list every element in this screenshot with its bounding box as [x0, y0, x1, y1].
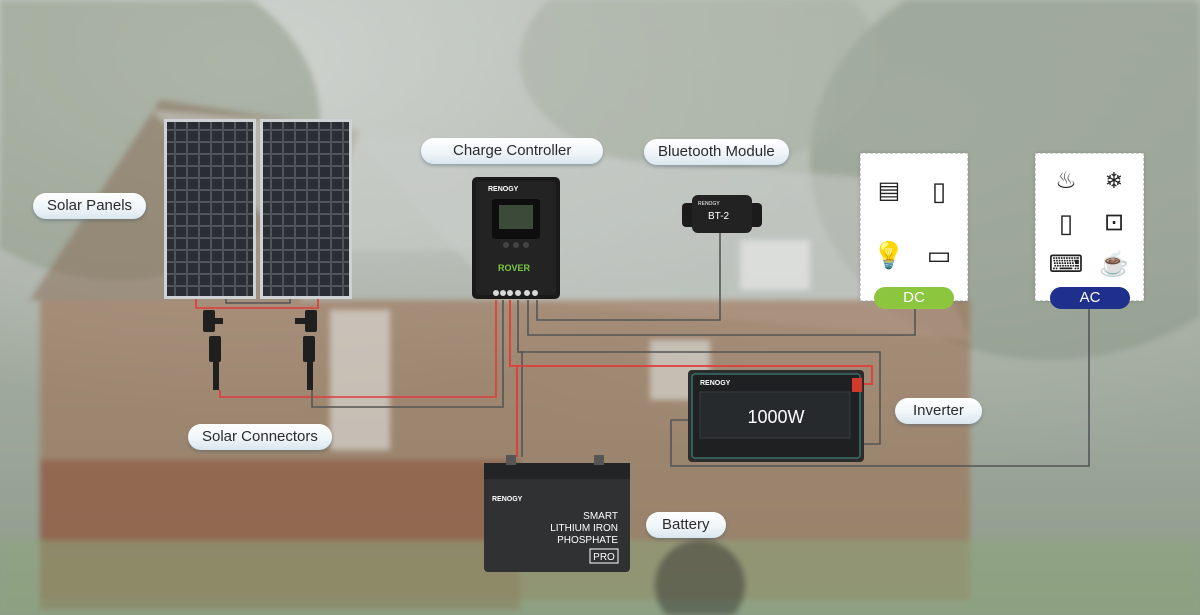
dc-pill: DC	[874, 287, 954, 309]
bluetooth-wire	[536, 232, 721, 321]
charge-controller-label: Charge Controller	[421, 138, 604, 164]
controller-brand: RENOGY	[488, 186, 519, 193]
battery-positive-wire	[509, 300, 518, 457]
battery-line3: PHOSPHATE	[557, 535, 618, 546]
pv-negative-wire	[311, 300, 504, 408]
inverter: RENOGY 1000W	[688, 370, 864, 462]
inverter-negative-wire	[520, 351, 881, 445]
light-bulb-icon: 💡	[872, 240, 906, 270]
inverter-brand: RENOGY	[700, 380, 731, 387]
solar-connectors	[203, 310, 317, 390]
battery-line1: SMART	[583, 511, 618, 522]
washing-machine-icon: ⊡	[1103, 209, 1125, 236]
battery-label: Battery	[646, 512, 726, 538]
bluetooth-module: RENOGY BT-2	[682, 195, 762, 233]
phone-icon: ▯	[1058, 208, 1074, 238]
ac-loads-panel: ♨ ❄ ▯ ⊡ ⌨ ☕	[1035, 153, 1144, 301]
dc-load-wire	[527, 300, 916, 336]
ac-pill: AC	[1050, 287, 1130, 309]
charge-controller: RENOGY ROVER	[472, 177, 560, 299]
dc-loads-panel: ▤ ▯ 💡 ▭	[860, 153, 968, 301]
inverter-positive-wire	[517, 365, 873, 385]
battery-negative-wire	[517, 300, 523, 457]
laptop-icon: ⌨	[1048, 251, 1084, 278]
bt-model: BT-2	[708, 211, 730, 222]
battery: RENOGY SMART LITHIUM IRON PHOSPHATE PRO	[484, 455, 630, 572]
controller-model: ROVER	[498, 263, 531, 273]
coffee-maker-icon: ☕	[1099, 251, 1129, 278]
bluetooth-module-label: Bluetooth Module	[644, 139, 789, 165]
bt-brand: RENOGY	[698, 201, 720, 207]
microwave-icon: ▤	[877, 177, 901, 204]
panel-series-wire	[195, 298, 319, 309]
inverter-rating: 1000W	[747, 407, 804, 427]
pv-positive-wire	[219, 300, 497, 398]
fridge-icon: ▯	[931, 176, 947, 206]
solar-panels	[164, 119, 352, 299]
kettle-icon: ♨	[1055, 167, 1077, 194]
solar-panels-label: Solar Panels	[33, 193, 147, 219]
battery-line2: LITHIUM IRON	[550, 523, 618, 534]
ac-output-wire	[670, 308, 1090, 467]
solar-connectors-label: Solar Connectors	[188, 424, 332, 450]
battery-badge: PRO	[593, 552, 615, 563]
battery-brand: RENOGY	[492, 496, 523, 503]
panel-link-wire	[225, 298, 291, 304]
air-conditioner-icon: ❄	[1104, 168, 1124, 193]
tv-icon: ▭	[926, 240, 952, 270]
inverter-label: Inverter	[895, 398, 982, 424]
